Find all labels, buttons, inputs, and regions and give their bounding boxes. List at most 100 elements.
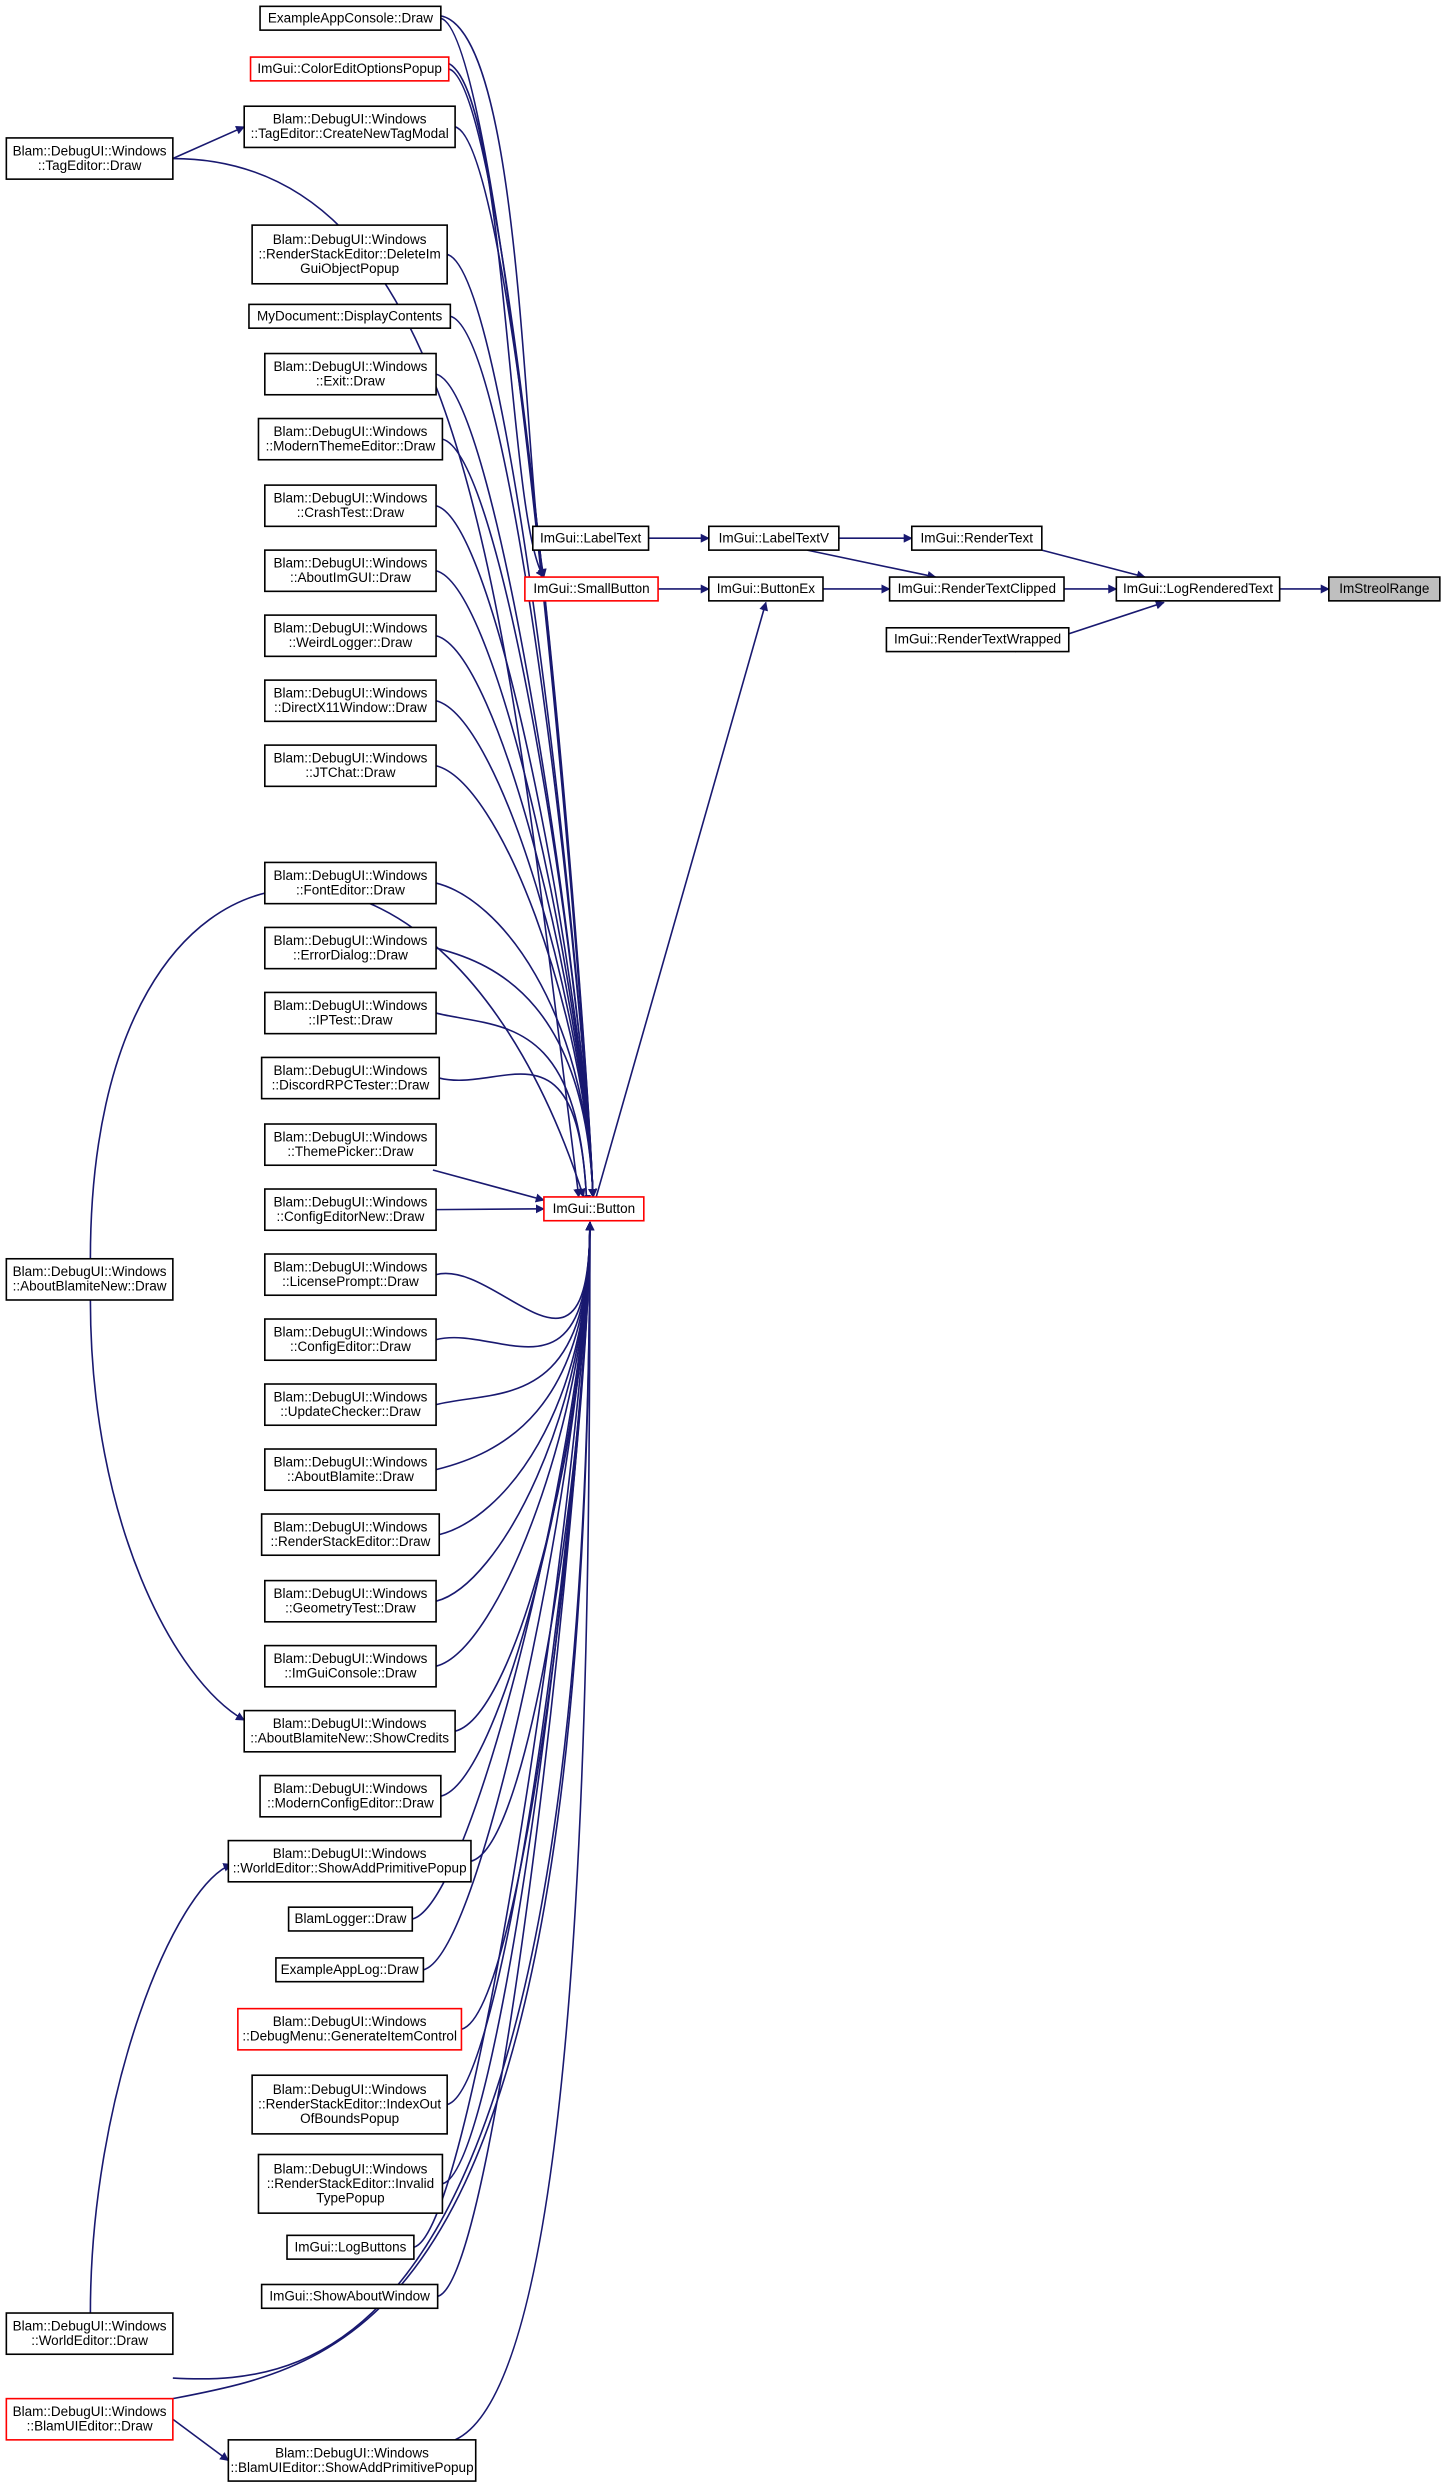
node-label: ::UpdateChecker::Draw — [280, 1404, 421, 1419]
node-label: ::DiscordRPCTester::Draw — [272, 1077, 430, 1092]
node-jtchat[interactable]: Blam::DebugUI::Windows::JTChat::Draw — [264, 744, 437, 788]
node-label: Blam::DebugUI::Windows — [275, 2445, 429, 2460]
node-label: ::AboutBlamiteNew::ShowCredits — [250, 1731, 449, 1746]
node-directx[interactable]: Blam::DebugUI::Windows::DirectX11Window:… — [264, 679, 437, 723]
node-fonteditor[interactable]: Blam::DebugUI::Windows::FontEditor::Draw — [264, 861, 437, 905]
node-label: ::FontEditor::Draw — [296, 882, 405, 897]
node-worldaddprim[interactable]: Blam::DebugUI::Windows::WorldEditor::Sho… — [227, 1839, 472, 1883]
edge-blamuiaddprim-button — [454, 1221, 595, 2441]
node-iptest[interactable]: Blam::DebugUI::Windows::IPTest::Draw — [264, 991, 437, 1035]
edge-button-buttonex — [595, 601, 769, 1198]
node-exapplog[interactable]: ExampleAppLog::Draw — [275, 1957, 425, 1983]
node-box — [264, 991, 437, 1035]
node-label: Blam::DebugUI::Windows — [273, 1716, 427, 1731]
edge-jtchat-button — [435, 764, 598, 1198]
node-label: ImGui::ButtonEx — [717, 581, 816, 596]
edge-aboutimgui-button — [435, 569, 598, 1198]
node-label: Blam::DebugUI::Windows — [274, 998, 428, 1013]
node-label: ::ConfigEditor::Draw — [290, 1339, 411, 1354]
node-label: ::RenderStackEditor::Draw — [271, 1534, 431, 1549]
node-updatechecker[interactable]: Blam::DebugUI::Windows::UpdateChecker::D… — [264, 1383, 437, 1427]
node-debugmenu[interactable]: Blam::DebugUI::Windows::DebugMenu::Gener… — [237, 2007, 463, 2051]
node-label: Blam::DebugUI::Windows — [13, 2404, 167, 2419]
node-errordialog[interactable]: Blam::DebugUI::Windows::ErrorDialog::Dra… — [264, 926, 437, 970]
node-showcredits[interactable]: Blam::DebugUI::Windows::AboutBlamiteNew:… — [243, 1709, 456, 1753]
node-createtag[interactable]: Blam::DebugUI::Windows::TagEditor::Creat… — [243, 105, 456, 149]
node-label: ::WorldEditor::ShowAddPrimitivePopup — [233, 1861, 467, 1876]
node-label: ImGui::ColorEditOptionsPopup — [257, 61, 442, 76]
node-tageditor[interactable]: Blam::DebugUI::Windows::TagEditor::Draw — [5, 137, 174, 180]
node-crashtest[interactable]: Blam::DebugUI::Windows::CrashTest::Draw — [264, 484, 437, 528]
node-labeltextv[interactable]: ImGui::LabelTextV — [708, 525, 840, 551]
node-label: Blam::DebugUI::Windows — [274, 1259, 428, 1274]
node-label: TypePopup — [316, 2190, 384, 2205]
node-deleteimgui[interactable]: Blam::DebugUI::Windows::RenderStackEdito… — [251, 224, 448, 285]
edge-labeltextv-rendertextclipped — [806, 549, 937, 580]
node-imguiconsole[interactable]: Blam::DebugUI::Windows::ImGuiConsole::Dr… — [264, 1644, 437, 1688]
node-label: ::ImGuiConsole::Draw — [284, 1666, 416, 1681]
node-labeltext[interactable]: ImGui::LabelText — [531, 525, 650, 551]
node-worldeditor[interactable]: Blam::DebugUI::Windows::WorldEditor::Dra… — [5, 2312, 174, 2356]
node-label: ::ModernThemeEditor::Draw — [266, 438, 436, 453]
node-label: ImGui::RenderTextClipped — [898, 581, 1056, 596]
node-label: ::WorldEditor::Draw — [31, 2333, 148, 2348]
node-blamuieditor[interactable]: Blam::DebugUI::Windows::BlamUIEditor::Dr… — [5, 2397, 174, 2441]
node-aboutimgui[interactable]: Blam::DebugUI::Windows::AboutImGUI::Draw — [264, 549, 437, 593]
node-box — [264, 861, 437, 905]
node-buttonex[interactable]: ImGui::ButtonEx — [708, 576, 824, 602]
node-button[interactable]: ImGui::Button — [543, 1196, 645, 1222]
node-mydoc[interactable]: MyDocument::DisplayContents — [248, 303, 452, 329]
node-label: ::LicensePrompt::Draw — [282, 1274, 419, 1289]
node-box — [264, 1383, 437, 1427]
node-box — [259, 5, 442, 31]
node-moderntheme[interactable]: Blam::DebugUI::Windows::ModernThemeEdito… — [257, 417, 444, 461]
node-box — [237, 2007, 463, 2051]
node-box — [248, 303, 452, 329]
node-logbuttons[interactable]: ImGui::LogButtons — [286, 2234, 415, 2260]
node-aboutblamite[interactable]: Blam::DebugUI::Windows::AboutBlamite::Dr… — [264, 1448, 437, 1492]
node-themepicker[interactable]: Blam::DebugUI::Windows::ThemePicker::Dra… — [264, 1123, 437, 1167]
node-label: ExampleAppLog::Draw — [281, 1962, 419, 1977]
node-coloredit[interactable]: ImGui::ColorEditOptionsPopup — [249, 56, 450, 82]
node-modernconfig[interactable]: Blam::DebugUI::Windows::ModernConfigEdit… — [259, 1774, 442, 1818]
node-box — [264, 1448, 437, 1492]
node-label: ImGui::LabelText — [540, 530, 642, 545]
node-label: Blam::DebugUI::Windows — [274, 1586, 428, 1601]
node-configeditor[interactable]: Blam::DebugUI::Windows::ConfigEditor::Dr… — [264, 1318, 437, 1362]
node-logrenderedtext[interactable]: ImGui::LogRenderedText — [1115, 576, 1281, 602]
node-rendertextclipped[interactable]: ImGui::RenderTextClipped — [888, 576, 1065, 602]
node-box — [227, 1839, 472, 1883]
node-discord[interactable]: Blam::DebugUI::Windows::DiscordRPCTester… — [260, 1056, 441, 1100]
edge-license-button — [435, 1221, 595, 1320]
edge-logbuttons-button — [413, 1221, 595, 2249]
node-weirdlogger[interactable]: Blam::DebugUI::Windows::WeirdLogger::Dra… — [264, 614, 437, 658]
node-target[interactable]: ImStreolRange — [1328, 576, 1441, 602]
node-box — [243, 1709, 456, 1753]
node-indexout[interactable]: Blam::DebugUI::Windows::RenderStackEdito… — [251, 2074, 448, 2135]
node-box — [264, 679, 437, 723]
node-configeditornew[interactable]: Blam::DebugUI::Windows::ConfigEditorNew:… — [264, 1188, 437, 1232]
node-showabout[interactable]: ImGui::ShowAboutWindow — [260, 2283, 439, 2310]
node-invalidtype[interactable]: Blam::DebugUI::Windows::RenderStackEdito… — [257, 2153, 444, 2214]
node-blamlogger[interactable]: BlamLogger::Draw — [287, 1906, 414, 1932]
edge-moderntheme-button — [442, 438, 598, 1198]
node-rendertextwrapped[interactable]: ImGui::RenderTextWrapped — [885, 626, 1070, 653]
edge-mydoc-button — [450, 315, 598, 1198]
node-license[interactable]: Blam::DebugUI::Windows::LicensePrompt::D… — [264, 1253, 437, 1297]
node-exconsole[interactable]: ExampleAppConsole::Draw — [259, 5, 442, 31]
node-label: Blam::DebugUI::Windows — [13, 1264, 167, 1279]
node-box — [264, 614, 437, 658]
node-label: ::DebugMenu::GenerateItemControl — [242, 2029, 457, 2044]
node-exit[interactable]: Blam::DebugUI::Windows::Exit::Draw — [264, 352, 437, 396]
node-geometry[interactable]: Blam::DebugUI::Windows::GeometryTest::Dr… — [264, 1579, 437, 1623]
node-rendertext[interactable]: ImGui::RenderText — [910, 525, 1043, 551]
node-label: Blam::DebugUI::Windows — [274, 621, 428, 636]
node-aboutblamitenew[interactable]: Blam::DebugUI::Windows::AboutBlamiteNew:… — [5, 1257, 174, 1301]
node-label: ::DirectX11Window::Draw — [274, 700, 427, 715]
node-box — [5, 137, 174, 180]
node-smallbutton[interactable]: ImGui::SmallButton — [524, 576, 659, 602]
node-label: ImGui::RenderTextWrapped — [894, 632, 1061, 647]
node-renderstack[interactable]: Blam::DebugUI::Windows::RenderStackEdito… — [260, 1513, 441, 1557]
node-box — [251, 2074, 448, 2135]
node-blamuiaddprim[interactable]: Blam::DebugUI::Windows::BlamUIEditor::Sh… — [227, 2439, 477, 2482]
